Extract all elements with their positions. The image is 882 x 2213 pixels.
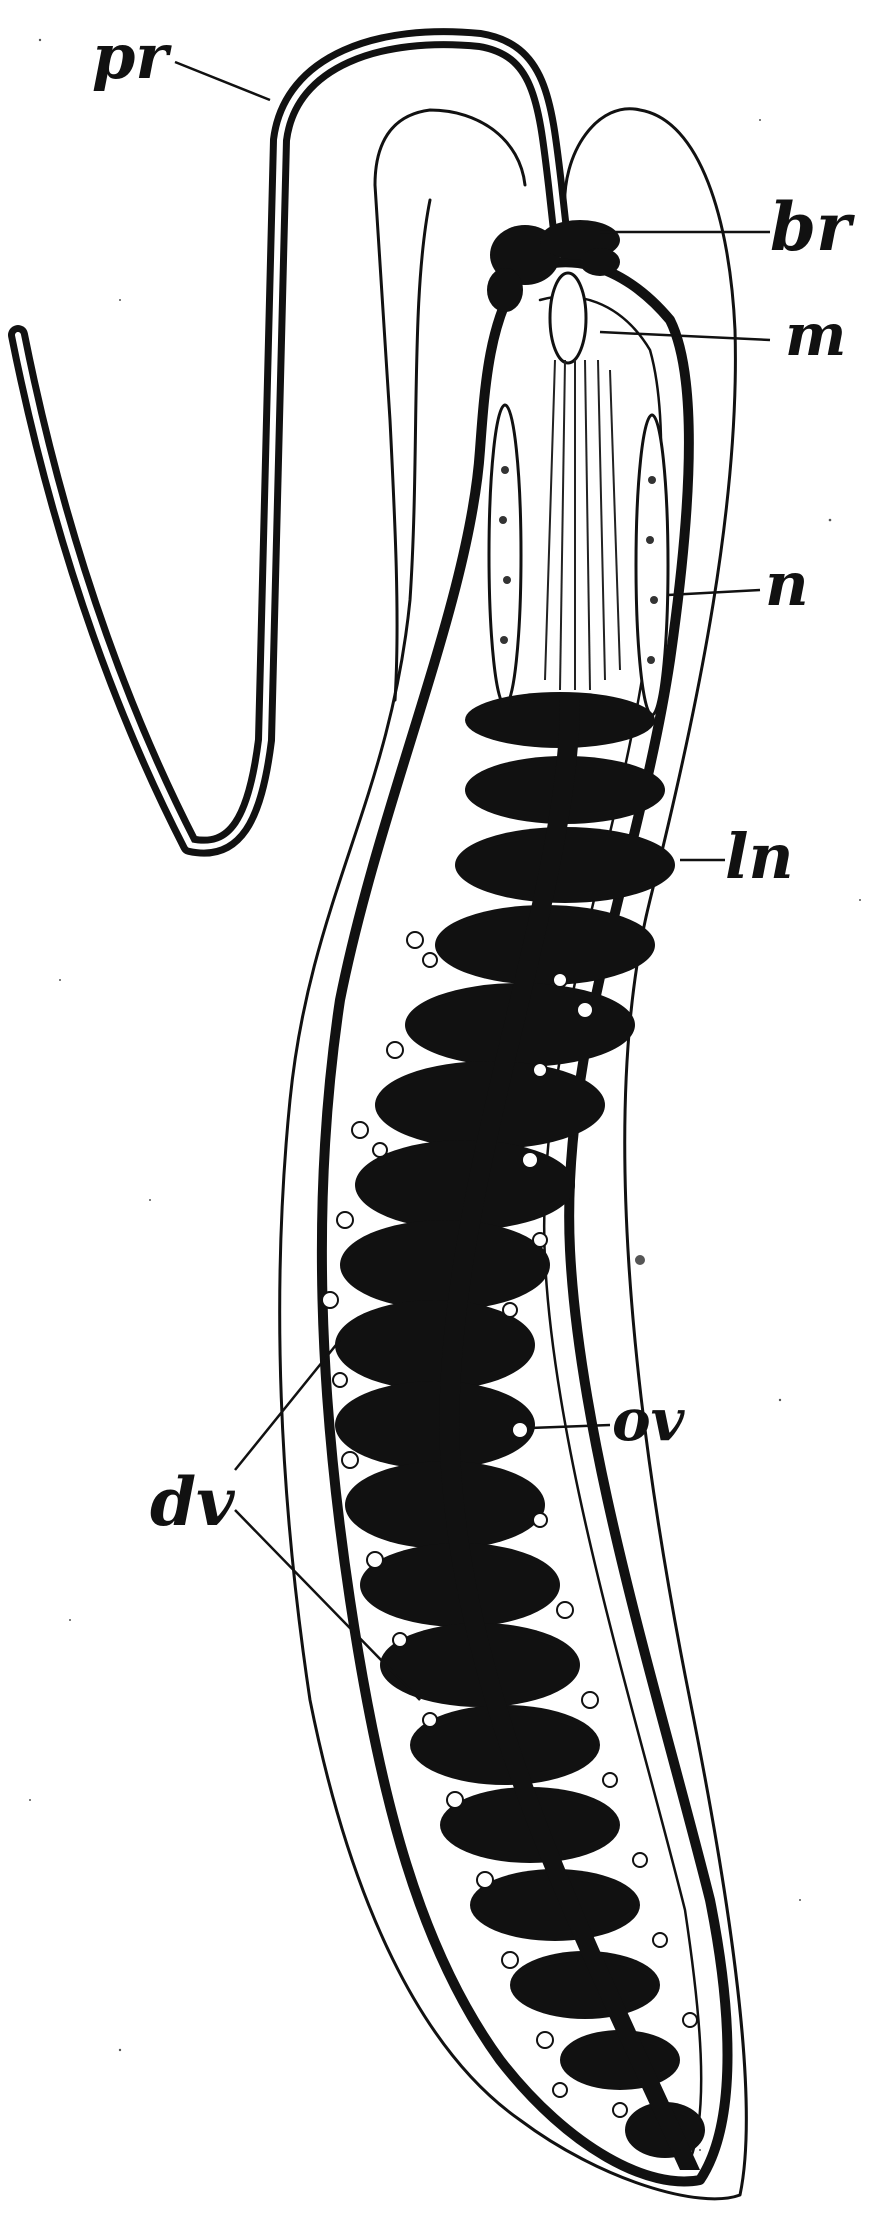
label-pr: pr	[92, 20, 172, 93]
leader-ov	[530, 1425, 610, 1428]
nephridia	[489, 405, 668, 715]
label-dv: dv	[150, 1463, 235, 1541]
label-m: m	[785, 301, 846, 369]
leader-m	[600, 332, 770, 340]
label-br: br	[770, 188, 855, 266]
leader-pr	[175, 62, 270, 100]
mouth	[550, 273, 586, 363]
label-ln: ln	[725, 820, 794, 893]
label-ov: ov	[612, 1386, 686, 1454]
label-n: n	[765, 550, 809, 620]
head-fibres	[545, 360, 620, 690]
